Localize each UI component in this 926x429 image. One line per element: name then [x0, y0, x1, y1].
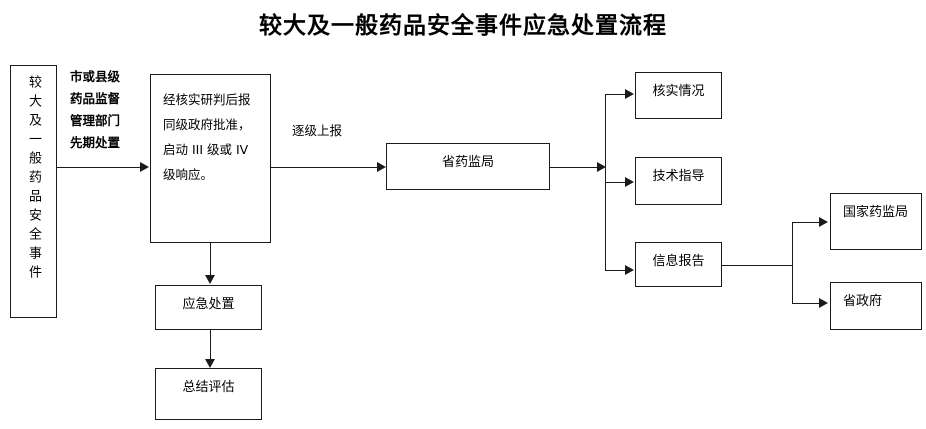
connector-information-report-to-branch	[722, 265, 793, 266]
arrowhead-branch-to-information-report	[625, 265, 634, 275]
arrowhead-process-to-emergency-disposal	[205, 275, 215, 284]
arrowhead-process-to-provincial-mpa	[377, 162, 386, 172]
node-incident: 较大及一般药品安全事件	[10, 65, 57, 318]
node-summary-evaluation-label: 总结评估	[182, 380, 235, 395]
node-provincial-government-label: 省政府	[843, 294, 883, 309]
node-provincial-government: 省政府	[830, 282, 922, 330]
node-national-mpa-label: 国家药监局	[843, 205, 909, 220]
arrowhead-emergency-disposal-to-summary	[205, 359, 215, 368]
node-incident-label: 较大及一般药品安全事件	[26, 75, 41, 284]
node-provincial-mpa: 省药监局	[386, 143, 550, 190]
connector-branch-to-national-mpa	[792, 222, 820, 223]
page-title: 较大及一般药品安全事件应急处置流程	[259, 12, 667, 39]
node-emergency-disposal: 应急处置	[155, 285, 262, 330]
connector-branch-to-provincial-government	[792, 303, 820, 304]
node-national-mpa: 国家药监局	[830, 193, 922, 250]
node-process: 经核实研判后报同级政府批准，启动 III 级或 IV 级响应。	[150, 74, 271, 243]
connector-branch-to-verify	[605, 94, 628, 95]
connector-provincial-mpa-to-branch	[550, 167, 600, 168]
node-process-label: 经核实研判后报同级政府批准，启动 III 级或 IV 级响应。	[163, 92, 251, 182]
node-information-report: 信息报告	[635, 242, 722, 287]
edge-label-escalate-report: 逐级上报	[292, 123, 343, 138]
connector-incident-to-process	[57, 167, 141, 168]
connector-process-to-emergency-disposal	[210, 243, 211, 276]
connector-branch-to-technical-guidance	[605, 182, 628, 183]
arrowhead-branch-to-technical-guidance	[625, 177, 634, 187]
node-technical-guidance-label: 技术指导	[652, 169, 705, 184]
node-verify: 核实情况	[635, 72, 722, 119]
connector-emergency-disposal-to-summary	[210, 330, 211, 360]
node-technical-guidance: 技术指导	[635, 157, 722, 205]
branch-trunk-vertical-right	[792, 222, 793, 304]
arrowhead-branch-to-verify	[625, 89, 634, 99]
arrowhead-incident-to-process	[140, 162, 149, 172]
arrowhead-branch-to-provincial-government	[819, 298, 828, 308]
arrowhead-provincial-mpa-to-branch	[597, 162, 606, 172]
connector-branch-to-information-report	[605, 270, 628, 271]
node-information-report-label: 信息报告	[652, 254, 705, 269]
node-verify-label: 核实情况	[652, 84, 705, 99]
arrowhead-branch-to-national-mpa	[819, 217, 828, 227]
node-summary-evaluation: 总结评估	[155, 368, 262, 420]
edge-label-initial-handling: 市或县级 药品监督 管理部门 先期处置	[70, 69, 121, 150]
node-provincial-mpa-label: 省药监局	[441, 155, 494, 170]
connector-process-to-provincial-mpa	[271, 167, 378, 168]
node-emergency-disposal-label: 应急处置	[182, 297, 235, 312]
